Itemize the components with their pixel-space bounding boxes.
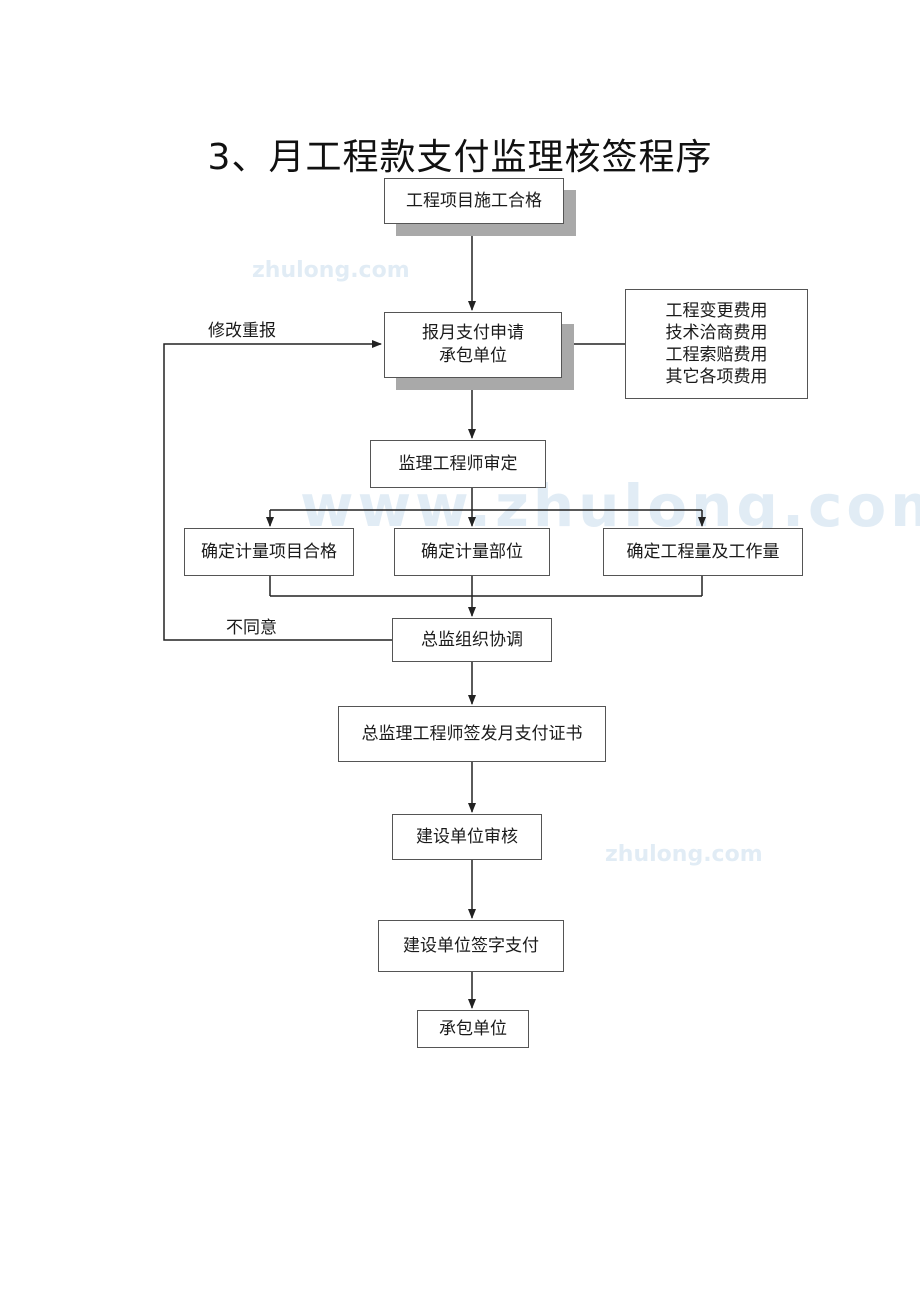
node-supervisor-review: 监理工程师审定 [370, 440, 546, 488]
node-project-qualified-text: 工程项目施工合格 [406, 190, 542, 211]
watermark-top: zhulong.com [252, 258, 410, 283]
label-resubmit: 修改重报 [208, 321, 276, 341]
cost-item: 工程索赔费用 [665, 345, 768, 365]
node-cost-items: 工程变更费用 技术洽商费用 工程索赔费用 其它各项费用 [625, 289, 808, 399]
page-title: 3、月工程款支付监理核签程序 [207, 137, 713, 178]
node-confirm-parts: 确定计量部位 [394, 528, 550, 576]
node-owner-sign-pay-text: 建设单位签字支付 [403, 935, 539, 956]
cost-item: 工程变更费用 [665, 300, 768, 321]
cost-item: 技术洽商费用 [665, 322, 768, 343]
node-confirm-items: 确定计量项目合格 [184, 528, 354, 576]
watermark-bottom: zhulong.com [605, 842, 763, 867]
node-confirm-quantity: 确定工程量及工作量 [603, 528, 803, 576]
label-disagree: 不同意 [226, 618, 277, 638]
node-monthly-application-line2: 承包单位 [439, 346, 507, 366]
line-disagree-loop [163, 340, 392, 641]
node-supervisor-review-text: 监理工程师审定 [398, 453, 518, 474]
node-monthly-application: 报月支付申请 承包单位 [384, 312, 562, 378]
node-confirm-items-text: 确定计量项目合格 [201, 541, 337, 562]
node-owner-review-text: 建设单位审核 [416, 826, 518, 847]
node-confirm-parts-text: 确定计量部位 [421, 541, 523, 562]
node-project-qualified: 工程项目施工合格 [384, 178, 564, 224]
node-confirm-quantity-text: 确定工程量及工作量 [626, 541, 780, 562]
node-contractor: 承包单位 [417, 1010, 529, 1048]
node-chief-coordination-text: 总监组织协调 [421, 629, 523, 650]
node-owner-sign-pay: 建设单位签字支付 [378, 920, 564, 972]
node-monthly-application-line1: 报月支付申请 [422, 323, 524, 344]
node-owner-review: 建设单位审核 [392, 814, 542, 860]
node-chief-sign-certificate-text: 总监理工程师签发月支付证书 [361, 723, 583, 744]
node-chief-sign-certificate: 总监理工程师签发月支付证书 [338, 706, 606, 762]
node-contractor-text: 承包单位 [439, 1018, 507, 1039]
cost-item: 其它各项费用 [665, 367, 768, 388]
node-chief-coordination: 总监组织协调 [392, 618, 552, 662]
